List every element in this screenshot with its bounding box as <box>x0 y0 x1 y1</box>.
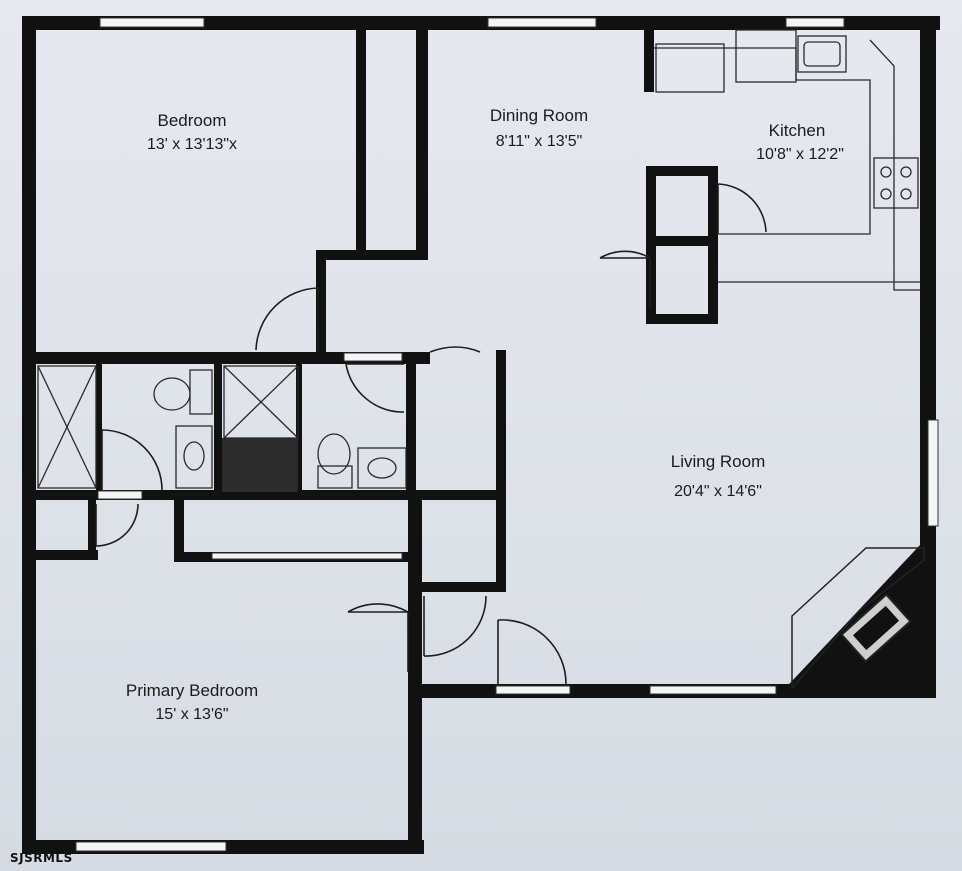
window-icon <box>75 841 227 852</box>
fireplace-icon <box>776 528 936 698</box>
room-labels: Bedroom 13' x 13'13"x Dining Room 8'11" … <box>126 106 844 723</box>
wall-pantry-5 <box>646 314 718 324</box>
wall-kitchen-upper <box>644 28 654 92</box>
room-dimensions-bedroom: 13' x 13'13"x <box>147 136 237 153</box>
door-swing-icon <box>347 603 409 672</box>
wall-top <box>22 16 940 30</box>
wall-closet-3 <box>316 250 428 260</box>
wall-closet-4 <box>316 250 326 354</box>
wall-bedroom-bath <box>22 352 430 364</box>
window-icon <box>785 17 845 28</box>
wall-hall-right <box>496 350 506 590</box>
wall-pantry-1 <box>646 166 718 176</box>
room-name-primary-bedroom: Primary Bedroom <box>126 681 258 700</box>
wall-bath-div-2 <box>214 362 222 492</box>
door-swing-icon <box>717 183 767 234</box>
room-dimensions-living-room: 20'4" x 14'6" <box>674 483 762 500</box>
room-name-living-room: Living Room <box>671 452 766 471</box>
fixtures <box>37 29 920 489</box>
stove-icon <box>873 157 919 209</box>
wall-hall-closet <box>416 582 506 592</box>
door-swing-icon <box>497 619 567 685</box>
windows <box>75 17 939 852</box>
room-name-dining-room: Dining Room <box>490 106 588 125</box>
shower-icon <box>37 365 97 489</box>
door-swing-icon <box>255 287 319 352</box>
shower-floor-dark <box>222 438 298 492</box>
kitchen-counter <box>869 39 920 291</box>
sink-icon <box>175 425 213 489</box>
window-icon <box>211 552 403 560</box>
doors <box>95 183 767 685</box>
room-dimensions-kitchen: 10'8" x 12'2" <box>756 146 844 163</box>
wall-bath-div-1 <box>96 362 102 492</box>
wall-pantry-4 <box>646 236 718 246</box>
window-icon <box>99 17 205 28</box>
door-swing-icon <box>345 363 405 413</box>
sink-icon <box>357 447 407 489</box>
window-icon <box>495 685 571 695</box>
shower-icon <box>223 365 299 439</box>
room-dimensions-primary-bedroom: 15' x 13'6" <box>155 706 228 723</box>
door-swing-icon <box>101 429 163 491</box>
kitchen-counter <box>654 47 871 235</box>
window-icon <box>343 352 403 362</box>
wall-linen-2 <box>88 496 96 558</box>
wall-left <box>22 16 36 854</box>
kitchen-cabinet <box>655 43 725 93</box>
wall-step-vertical <box>408 494 422 854</box>
wall-closet-2 <box>416 28 428 260</box>
toilet-icon <box>153 369 213 415</box>
door-swing-icon <box>95 503 139 547</box>
mls-watermark: SJSRMLS <box>10 851 73 865</box>
window-icon <box>927 419 939 527</box>
room-name-kitchen: Kitchen <box>769 121 826 140</box>
wall-bath-bottom <box>22 490 500 500</box>
window-icon <box>487 17 597 28</box>
sink-icon <box>797 35 847 73</box>
window-icon <box>97 490 143 500</box>
wall-pcloset-1 <box>174 496 184 560</box>
wall-closet-1 <box>356 28 366 250</box>
kitchen-cabinet <box>735 29 797 83</box>
room-name-bedroom: Bedroom <box>158 111 227 130</box>
door-swing-icon <box>599 250 651 308</box>
window-icon <box>649 685 777 695</box>
wall-bath-div-3 <box>296 362 302 492</box>
toilet-icon <box>317 433 353 489</box>
wall-linen-1 <box>22 550 98 560</box>
room-dimensions-dining-room: 8'11" x 13'5" <box>496 133 583 150</box>
door-swing-icon <box>423 595 487 657</box>
wall-bath-div-4 <box>406 362 416 498</box>
